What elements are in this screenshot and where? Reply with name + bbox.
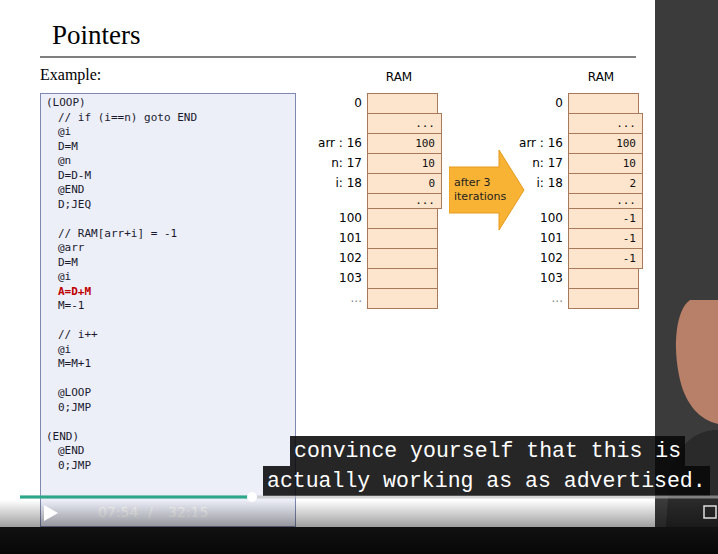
subtitle-line: actually working as as advertised. (263, 466, 710, 496)
code-line: @END (58, 183, 85, 196)
arrow-text: after 3 iterations (454, 176, 514, 204)
code-line: @i (58, 343, 71, 356)
code-line: (LOOP) (46, 96, 86, 109)
cell-value: 10 (569, 154, 636, 173)
cell-value: ... (368, 114, 435, 133)
ram-address: 100 (339, 211, 362, 225)
subtitle-line: convince yourself that this is (290, 436, 685, 466)
play-icon (44, 505, 58, 521)
time-separator: / (148, 505, 153, 519)
ram-address: 101 (540, 231, 563, 245)
cell-value: ... (569, 194, 636, 208)
cell-value: 2 (569, 174, 636, 193)
ram-cell: 100 (367, 133, 442, 154)
cell-value: -1 (569, 229, 636, 248)
code-line: 0;JMP (58, 401, 91, 414)
ram-address: 103 (339, 271, 362, 285)
code-line: A=D+M (58, 285, 91, 298)
code-line: @arr (58, 241, 85, 254)
ram-address: 103 (540, 271, 563, 285)
progress-track (20, 496, 718, 499)
code-line: @i (58, 125, 71, 138)
code-line: @i (58, 270, 71, 283)
cell-value: 100 (368, 134, 435, 153)
ram-address: arr : 16 (318, 136, 362, 150)
code-line: // RAM[arr+i] = -1 (58, 227, 177, 240)
ram-address: i: 18 (336, 176, 362, 190)
code-line: // i++ (58, 328, 98, 341)
progress-handle (247, 492, 257, 502)
caption-icon (704, 506, 716, 518)
code-line: M=-1 (58, 299, 85, 312)
slide-title: Pointers (52, 20, 141, 51)
ram-cell: -1 (568, 208, 643, 229)
arrow-body (449, 150, 524, 230)
ram-address: n: 17 (532, 156, 563, 170)
ram-cell: -1 (568, 248, 643, 269)
ram-cell: 0 (367, 173, 442, 194)
ram-address: 101 (339, 231, 362, 245)
code-listing-box: (LOOP)// if (i==n) goto END@iD=M@nD=D-M@… (40, 93, 296, 527)
ram-cell: 10 (367, 153, 442, 174)
title-underline (40, 57, 636, 58)
ram-cell: 2 (568, 173, 643, 194)
ram-address: 100 (540, 211, 563, 225)
code-line: @n (58, 154, 71, 167)
code-line: M=M+1 (58, 357, 91, 370)
player-bottom-band (0, 527, 718, 554)
ram-cell: 100 (568, 133, 643, 154)
ram-heading: RAM (386, 70, 412, 84)
time-total: 32:15 (168, 505, 208, 519)
code-line: (END) (46, 430, 79, 443)
player-shade (0, 500, 718, 554)
code-line: D;JEQ (58, 198, 91, 211)
ram-address: 102 (339, 251, 362, 265)
cell-value: 100 (569, 134, 636, 153)
code-line: D=M (58, 256, 78, 269)
ram-cell: ... (568, 193, 643, 209)
cell-value: 10 (368, 154, 435, 173)
cell-value: 0 (368, 174, 435, 193)
code-line: D=M (58, 140, 78, 153)
code-line: 0;JMP (58, 459, 91, 472)
ram-address: 0 (354, 96, 362, 110)
ram-cell: ... (367, 113, 442, 134)
ram-cell: ... (367, 193, 442, 209)
ram-cell: 10 (568, 153, 643, 174)
iteration-arrow: after 3 iterations (449, 150, 525, 230)
ram-heading: RAM (588, 70, 614, 84)
ram-address: 102 (540, 251, 563, 265)
cell-value: -1 (569, 209, 636, 228)
time-current: 07:54 (98, 505, 138, 519)
example-heading: Example: (40, 68, 101, 82)
code-line: @END (58, 444, 85, 457)
cell-value: -1 (569, 249, 636, 268)
ram-address: arr : 16 (519, 136, 563, 150)
code-line: @LOOP (58, 386, 91, 399)
code-line: D=D-M (58, 169, 91, 182)
code-line: // if (i==n) goto END (58, 111, 197, 124)
ram-address: 0 (555, 96, 563, 110)
ram-cell: -1 (568, 228, 643, 249)
presenter-face (676, 300, 718, 424)
ram-cell: ... (568, 113, 643, 134)
ram-address: ... (552, 291, 563, 305)
cell-value: ... (569, 114, 636, 133)
cell-value: ... (368, 194, 435, 208)
ram-address: n: 17 (331, 156, 362, 170)
ram-address: i: 18 (537, 176, 563, 190)
ram-address: ... (351, 291, 362, 305)
progress-played (20, 496, 252, 499)
